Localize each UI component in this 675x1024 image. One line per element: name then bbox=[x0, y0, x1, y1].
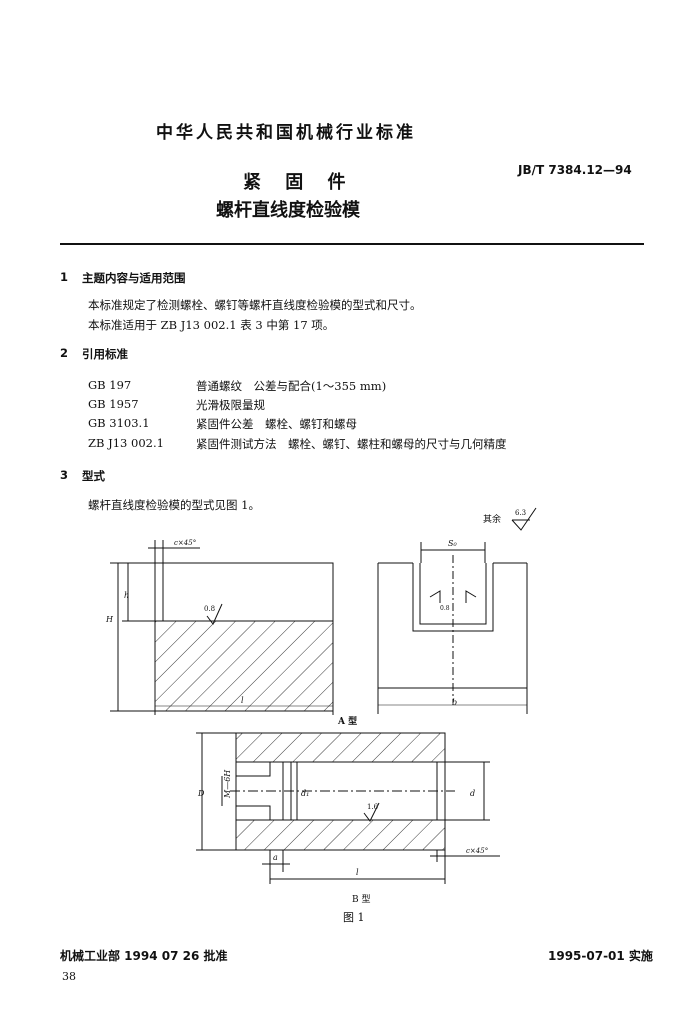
dim-d-label: d bbox=[470, 789, 475, 798]
roughness-rest-value: 6.3 bbox=[515, 509, 526, 517]
section-3-title: 型式 bbox=[82, 469, 105, 483]
roughness-08-label-end: 0.8 bbox=[440, 605, 450, 612]
issuing-organization: 中华人民共和国机械行业标准 bbox=[156, 123, 416, 143]
section-1-title: 主题内容与适用范围 bbox=[82, 271, 186, 285]
section-2-number: 2 bbox=[60, 346, 69, 360]
roughness-08-label: 0.8 bbox=[204, 605, 215, 613]
title-line-1: 紧 固 件 bbox=[243, 172, 355, 193]
implementation-date: 1995-07-01 实施 bbox=[548, 949, 653, 963]
reference-title: 光滑极限量规 bbox=[196, 398, 265, 412]
dim-S0-label: S₀ bbox=[448, 539, 457, 548]
page-number: 38 bbox=[62, 970, 76, 983]
section-1-number: 1 bbox=[60, 270, 69, 284]
title-line-2: 螺杆直线度检验模 bbox=[216, 200, 360, 221]
header-rule bbox=[60, 243, 644, 245]
dim-l-label-b: l bbox=[356, 868, 359, 877]
reference-code: GB 1957 bbox=[88, 397, 139, 411]
reference-code: ZB J13 002.1 bbox=[88, 436, 164, 450]
dim-b-label: b bbox=[452, 698, 457, 707]
chamfer-label-a: c×45° bbox=[174, 539, 196, 547]
roughness-rest-symbol: 其余 6.3 bbox=[483, 507, 537, 531]
approval-line: 机械工业部 1994 07 26 批准 bbox=[60, 949, 228, 963]
reference-code: GB 3103.1 bbox=[88, 416, 150, 430]
section-3-paragraph: 螺杆直线度检验模的型式见图 1。 bbox=[88, 498, 260, 512]
figure-1-drawing: 其余 6.3 c×45° h H 0.8 bbox=[105, 507, 537, 924]
dim-l-label-a: l bbox=[241, 696, 244, 705]
type-b-label: B 型 bbox=[352, 894, 370, 905]
dim-h-label: h bbox=[124, 591, 129, 600]
type-a-end-view: S₀ 0.8 b bbox=[377, 539, 528, 714]
section-1-paragraph: 本标准适用于 ZB J13 002.1 表 3 中第 17 项。 bbox=[88, 318, 335, 332]
standard-code: JB/T 7384.12—94 bbox=[518, 163, 632, 177]
dim-H-label: H bbox=[105, 615, 114, 624]
reference-title: 紧固件公差 螺栓、螺钉和螺母 bbox=[196, 417, 357, 431]
dim-D-label: D bbox=[197, 789, 205, 798]
dim-d1-label: d₁ bbox=[301, 789, 309, 798]
chamfer-label-b: c×45° bbox=[466, 847, 488, 855]
reference-code: GB 197 bbox=[88, 378, 132, 392]
roughness-rest-label: 其余 bbox=[483, 513, 501, 525]
reference-title: 普通螺纹 公差与配合(1～355 mm) bbox=[196, 379, 387, 393]
reference-title: 紧固件测试方法 螺栓、螺钉、螺柱和螺母的尺寸与几何精度 bbox=[196, 437, 507, 451]
figure-caption: 图 1 bbox=[343, 911, 365, 924]
type-a-side-view: c×45° h H 0.8 l bbox=[105, 539, 334, 715]
dim-a-label: a bbox=[273, 853, 278, 862]
section-2-title: 引用标准 bbox=[82, 347, 128, 361]
roughness-16-label: 1.6 bbox=[367, 803, 379, 811]
dim-M-label: M—6H bbox=[223, 769, 232, 799]
type-b-section-view: D M—6H d₁ d 1.6 a l c×45° bbox=[196, 732, 500, 884]
type-a-label: A 型 bbox=[337, 715, 357, 727]
section-3-number: 3 bbox=[60, 468, 69, 482]
section-1-paragraph: 本标准规定了检测螺栓、螺钉等螺杆直线度检验模的型式和尺寸。 bbox=[88, 298, 422, 312]
